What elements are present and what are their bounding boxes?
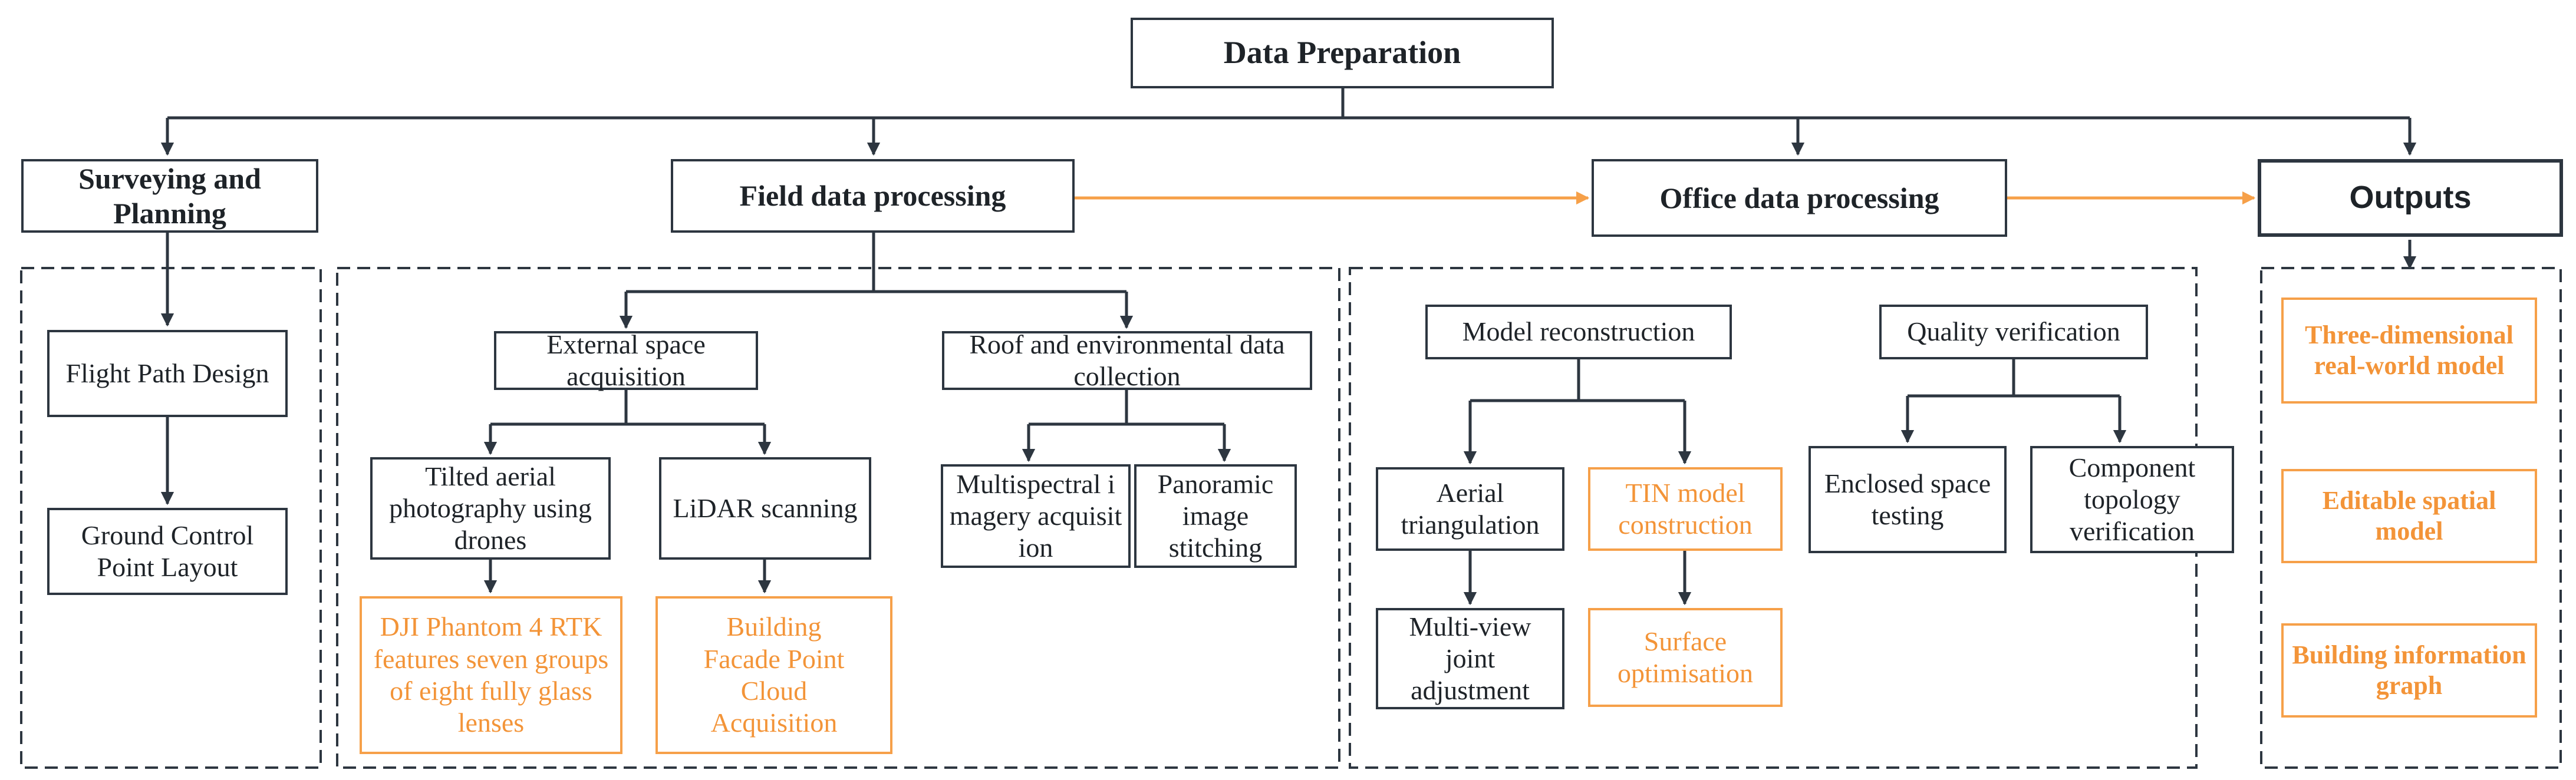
aerial-label: Aerial triangulation — [1401, 477, 1540, 540]
flight-path-design: Flight Path Design — [47, 330, 288, 417]
gcp-label: Ground Control Point Layout — [81, 520, 254, 582]
multiview-label: Multi-view joint adjustment — [1409, 611, 1531, 706]
tin-model-construction: TIN model construction — [1588, 467, 1783, 551]
stage-field-data-processing: Field data processing — [671, 159, 1075, 233]
surface-optimisation: Surface optimisation — [1588, 608, 1783, 707]
component-topology-verification: Component topology verification — [2030, 446, 2234, 553]
tilted-label: Tilted aerial photography using drones — [389, 461, 592, 556]
office-group-frame — [1349, 267, 2198, 769]
roof-environmental-collection: Roof and environmental data collection — [942, 329, 1312, 391]
building-facade-point-cloud: Building Facade Point Cloud Acquisition — [655, 596, 892, 754]
flight-path-label: Flight Path Design — [65, 358, 269, 388]
roof-label: Roof and environmental data collection — [969, 329, 1285, 391]
surveying-group-frame — [20, 267, 322, 769]
dji-phantom-lenses: DJI Phantom 4 RTK features seven groups … — [360, 596, 622, 754]
multi-view-joint-adjustment: Multi-view joint adjustment — [1376, 608, 1564, 709]
quality-verification: Quality verification — [1879, 305, 2148, 359]
dji-label: DJI Phantom 4 RTK features seven groups … — [373, 612, 609, 738]
tin-label: TIN model construction — [1618, 477, 1753, 540]
panoramic-image-stitching: Panoramic image stitching — [1134, 464, 1297, 568]
ground-control-point-layout: Ground Control Point Layout — [47, 508, 288, 595]
output-3d-real-world-model: Three-dimensional real-world model — [2281, 298, 2537, 404]
panoramic-label: Panoramic image stitching — [1157, 468, 1274, 563]
external-space-acquisition: External space acquisition — [494, 329, 758, 391]
stage-outputs-label: Outputs — [2349, 180, 2472, 216]
stage-office-data-processing: Office data processing — [1592, 159, 2007, 237]
aerial-triangulation: Aerial triangulation — [1376, 467, 1564, 551]
surface-label: Surface optimisation — [1618, 626, 1753, 688]
stage-office-label: Office data processing — [1659, 181, 1939, 214]
stage-field-label: Field data processing — [739, 179, 1006, 212]
enclosed-label: Enclosed space testing — [1824, 468, 1991, 530]
multispectral-imagery: Multispectral imagery acquisition — [941, 464, 1131, 568]
enclosed-space-testing: Enclosed space testing — [1809, 446, 2007, 553]
graph-label: Building information graph — [2292, 640, 2526, 700]
lidar-label: LiDAR scanning — [673, 493, 858, 523]
field-group-frame — [336, 267, 1340, 769]
stage-outputs: Outputs — [2258, 159, 2563, 237]
root-data-preparation: Data Preparation — [1131, 18, 1554, 88]
output-building-information-graph: Building information graph — [2281, 623, 2537, 718]
component-label: Component topology verification — [2068, 452, 2196, 547]
quality-label: Quality verification — [1907, 316, 2120, 347]
tilted-aerial-photography: Tilted aerial photography using drones — [370, 457, 611, 560]
root-label: Data Preparation — [1223, 35, 1461, 71]
three-d-label: Three-dimensional real-world model — [2305, 320, 2514, 380]
model-recon-label: Model reconstruction — [1462, 316, 1695, 347]
model-reconstruction: Model reconstruction — [1425, 305, 1732, 359]
lidar-scanning: LiDAR scanning — [659, 457, 871, 560]
multispectral-label: Multispectral imagery acquisition — [949, 468, 1122, 563]
facade-label: Building Facade Point Cloud Acquisition — [703, 612, 845, 738]
external-label: External space acquisition — [546, 329, 706, 391]
stage-surveying-planning: Surveying and Planning — [21, 159, 318, 233]
stage-surveying-label: Surveying and Planning — [78, 161, 261, 230]
output-editable-spatial-model: Editable spatial model — [2281, 469, 2537, 563]
editable-label: Editable spatial model — [2322, 486, 2496, 546]
